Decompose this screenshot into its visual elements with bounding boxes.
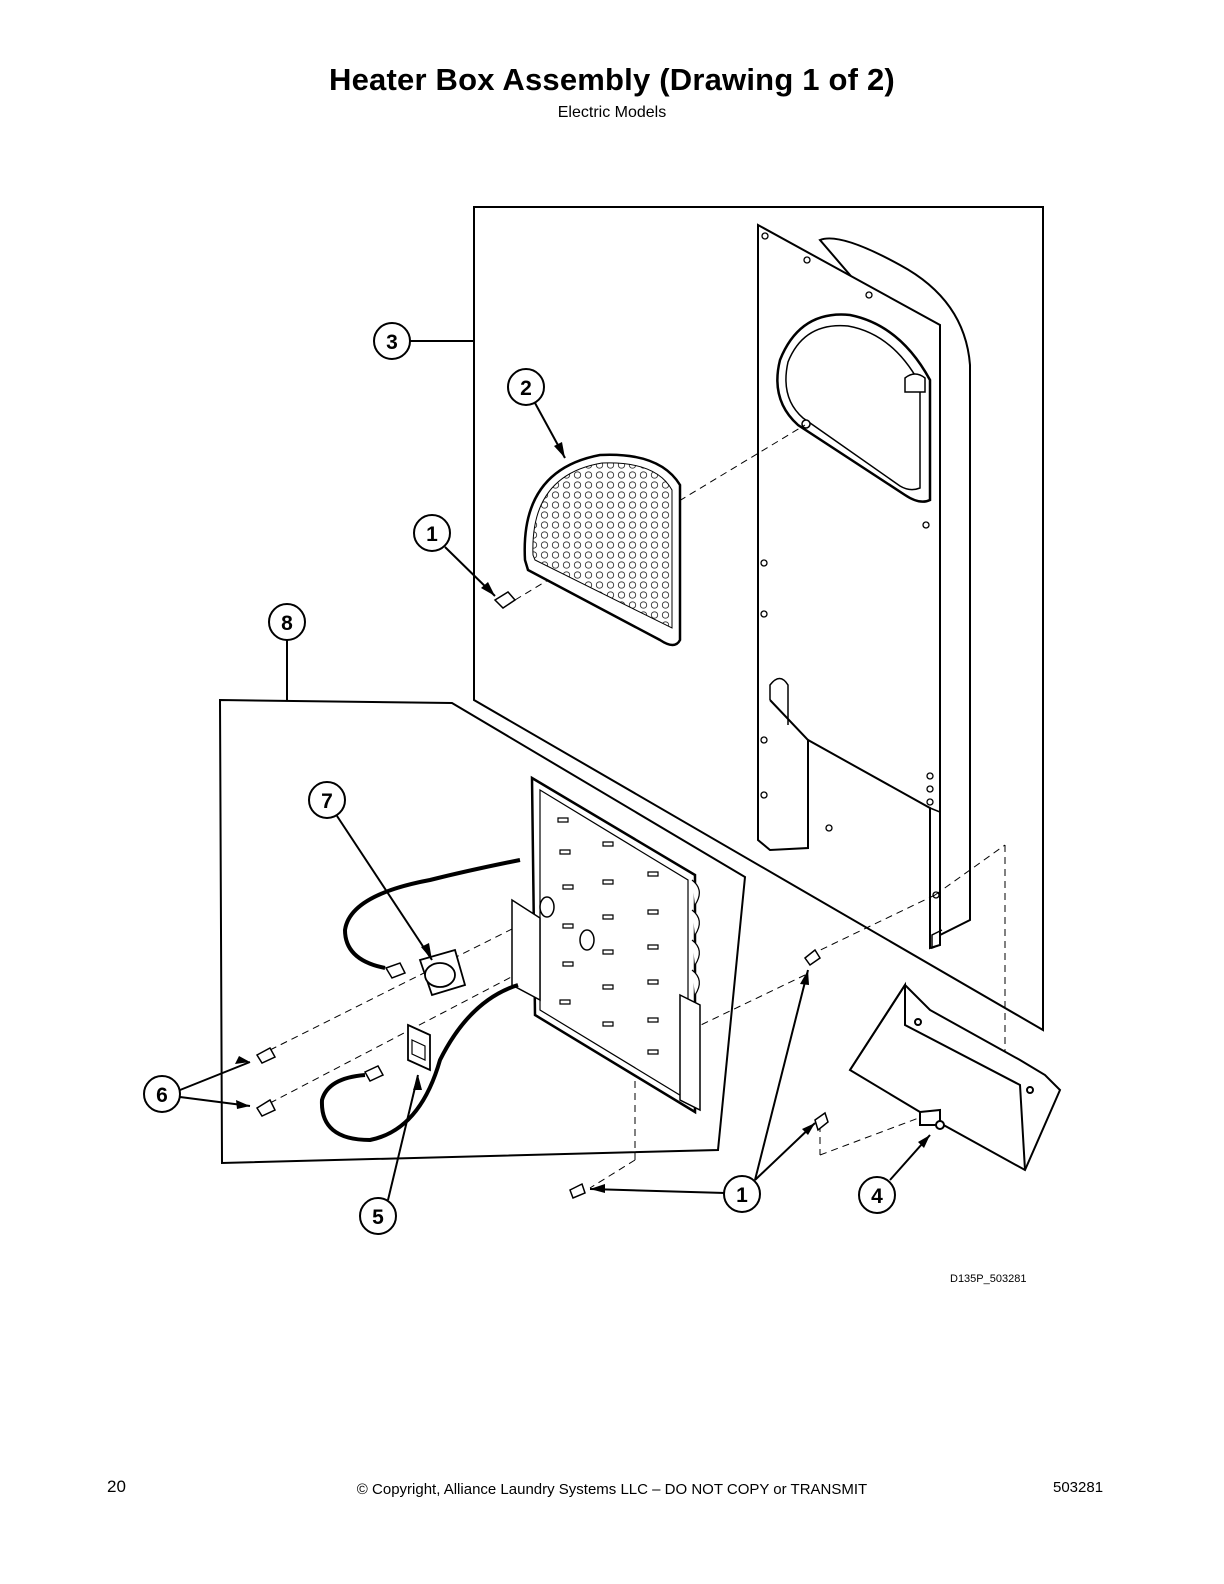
screw-icon [493,591,829,1199]
wire-harness [319,858,521,1143]
callout-7: 7 [308,781,346,819]
callout-1-lower: 1 [723,1175,761,1213]
callout-label: 6 [156,1084,168,1107]
copyright-notice: © Copyright, Alliance Laundry Systems LL… [356,1481,868,1498]
thermostat-component [384,948,467,997]
callout-8: 8 [268,603,306,641]
callout-label: 4 [871,1185,883,1208]
callout-label: 7 [321,790,333,813]
mounting-bracket [848,981,1062,1172]
callout-label: 3 [386,331,398,354]
page-number: 20 [107,1477,126,1496]
callout-label: 5 [372,1206,384,1229]
callout-1: 1 [413,514,451,552]
page-title: Heater Box Assembly (Drawing 1 of 2) [329,62,895,97]
callout-label: 8 [281,612,293,635]
heater-box-panel [757,223,971,950]
lint-screen [523,453,682,647]
assembly-8-boundary [218,698,747,1165]
page-subtitle: Electric Models [557,104,667,121]
high-limit-switch [363,1023,431,1082]
drawing-id: D135P_503281 [950,1273,1027,1285]
document-number: 503281 [1053,1479,1104,1496]
callout-leaders [179,340,931,1201]
screw-icon [255,1046,277,1117]
callout-arrowheads [235,442,930,1193]
callout-6: 6 [143,1075,181,1113]
heater-element-plate [511,775,701,1115]
callout-label: 1 [426,523,438,546]
callout-label: 2 [520,377,532,400]
assembly-3-boundary [473,206,1044,1032]
callout-4: 4 [858,1176,896,1214]
callout-3: 3 [373,322,411,360]
callout-2: 2 [507,368,545,406]
callout-label: 1 [736,1184,748,1207]
callout-5: 5 [359,1197,397,1235]
